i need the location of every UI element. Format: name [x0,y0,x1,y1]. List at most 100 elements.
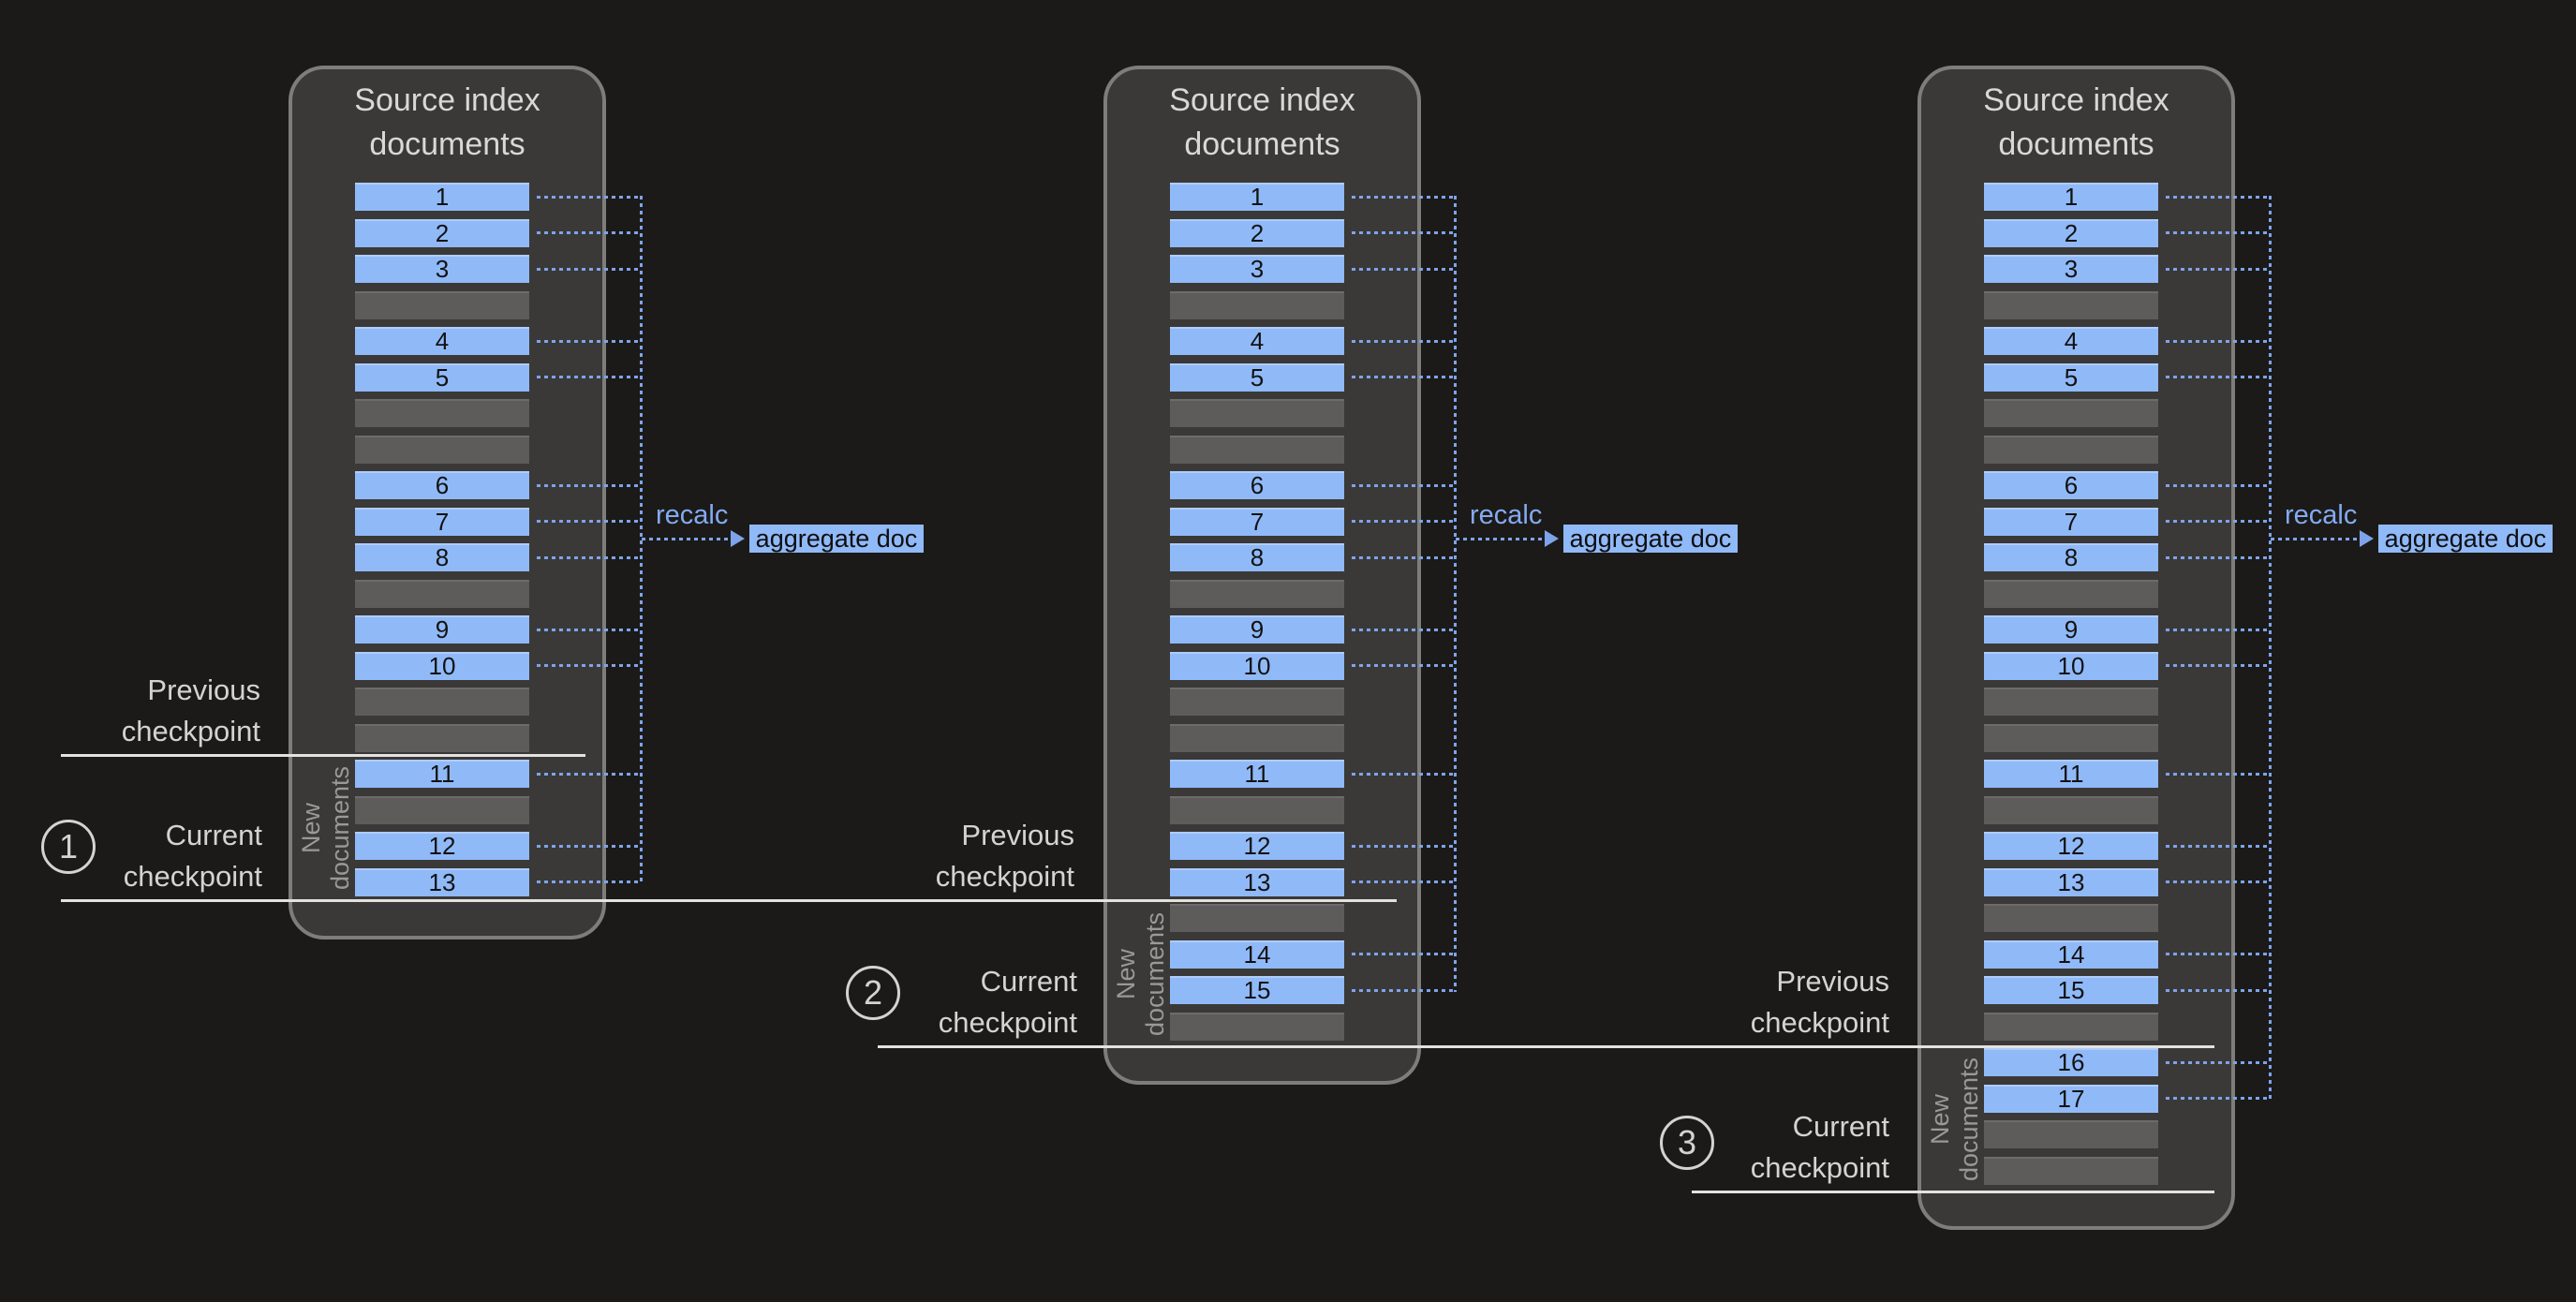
checkpoint-line-3 [878,1045,2214,1048]
row-connector-line [537,520,640,523]
placeholder-row [1984,724,2158,752]
checkpoint-label-current: Currentcheckpoint [939,961,1077,1043]
row-connector-line [1352,196,1454,199]
document-row: 6 [355,471,529,499]
document-row: 3 [1984,255,2158,283]
checkpoint-label-previous: Previouscheckpoint [122,670,260,752]
row-connector-line [1352,484,1454,487]
row-connector-line [2166,773,2269,776]
new-documents-label: Newdocuments [1112,904,1170,1044]
recalc-label: recalc [1470,500,1542,530]
row-connector-line [1352,556,1454,559]
panel-title: Source indexdocuments [1103,79,1421,167]
placeholder-row [1984,688,2158,716]
new-documents-label: Newdocuments [1926,1049,1984,1190]
document-row: 11 [355,760,529,788]
document-row: 6 [1170,471,1344,499]
recalc-arrow [2271,538,2361,540]
row-connector-line [1352,664,1454,667]
recalc-arrowhead [731,530,745,547]
row-connector-line [537,340,640,343]
document-row: 13 [1984,868,2158,896]
document-row: 11 [1170,760,1344,788]
row-connector-line [537,556,640,559]
new-documents-line: New [297,758,326,898]
placeholder-row [1984,399,2158,427]
placeholder-row [355,796,529,824]
panel-title: Source indexdocuments [1917,79,2235,167]
checkpoint-label-line: checkpoint [122,711,260,752]
panel-title-line: documents [289,123,606,167]
document-row: 6 [1984,471,2158,499]
row-connector-line [537,484,640,487]
row-connector-line [1352,376,1454,378]
row-connector-line [2166,664,2269,667]
placeholder-row [355,688,529,716]
placeholder-row [1984,436,2158,464]
document-row: 15 [1170,976,1344,1004]
checkpoint-label-current: Currentcheckpoint [124,815,262,897]
placeholder-row [1984,291,2158,319]
row-connector-line [537,231,640,234]
checkpoint-label-line: checkpoint [939,1002,1077,1043]
row-connector-line [2166,629,2269,631]
row-connector-line [2166,1061,2269,1064]
bracket-line [2269,196,2272,1101]
document-row: 10 [355,652,529,680]
new-documents-line: New [1112,904,1141,1044]
document-row: 3 [1170,255,1344,283]
row-connector-line [537,880,640,883]
row-connector-line [2166,880,2269,883]
row-connector-line [1352,845,1454,848]
document-row: 13 [355,868,529,896]
row-connector-line [2166,989,2269,992]
document-row: 10 [1170,652,1344,680]
document-row: 14 [1170,940,1344,969]
document-row: 15 [1984,976,2158,1004]
row-connector-line [1352,340,1454,343]
panel-title: Source indexdocuments [289,79,606,167]
row-connector-line [537,773,640,776]
checkpoint-label-line: checkpoint [124,856,262,897]
placeholder-row [1984,1013,2158,1041]
row-connector-line [2166,953,2269,955]
document-row: 9 [1984,615,2158,644]
checkpoint-line-4 [1692,1191,2214,1193]
document-row: 4 [1984,327,2158,355]
row-connector-line [537,845,640,848]
aggregate-doc-box: aggregate doc [749,525,924,553]
document-row: 2 [355,219,529,247]
placeholder-row [355,580,529,608]
placeholder-row [355,436,529,464]
row-connector-line [537,196,640,199]
panel-title-line: Source index [1917,79,2235,123]
document-row: 10 [1984,652,2158,680]
placeholder-row [1170,796,1344,824]
row-connector-line [1352,520,1454,523]
placeholder-row [1984,1157,2158,1185]
document-row: 12 [1984,832,2158,860]
document-row: 17 [1984,1085,2158,1113]
new-documents-line: documents [1955,1049,1984,1190]
checkpoint-label-line: checkpoint [936,856,1074,897]
placeholder-row [1170,436,1344,464]
recalc-label: recalc [2285,500,2357,530]
placeholder-row [1984,580,2158,608]
checkpoint-step-badge: 3 [1660,1116,1714,1170]
placeholder-row [1984,796,2158,824]
document-row: 12 [1170,832,1344,860]
document-row: 8 [1984,543,2158,571]
row-connector-line [2166,556,2269,559]
row-connector-line [2166,196,2269,199]
row-connector-line [1352,629,1454,631]
placeholder-row [1170,399,1344,427]
panel-title-line: documents [1917,123,2235,167]
placeholder-row [1170,688,1344,716]
recalc-label: recalc [656,500,728,530]
document-row: 7 [1984,508,2158,536]
checkpoint-label-line: checkpoint [1751,1147,1889,1189]
document-row: 1 [1984,183,2158,211]
document-row: 14 [1984,940,2158,969]
checkpoint-label-line: Previous [1751,961,1889,1002]
bracket-line [1454,196,1457,992]
